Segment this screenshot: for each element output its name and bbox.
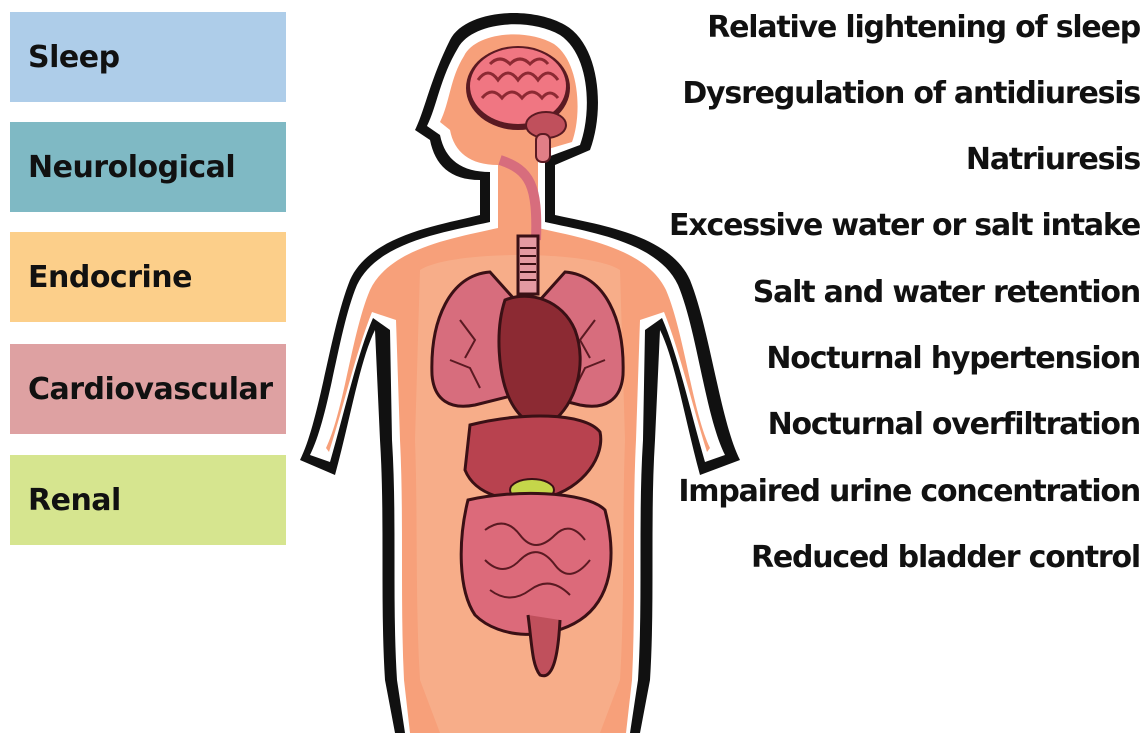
factor-item: Impaired urine concentration (678, 474, 1140, 510)
factor-item: Salt and water retention (753, 275, 1140, 311)
factor-item: Natriuresis (966, 142, 1140, 178)
factor-item: Dysregulation of antidiuresis (682, 76, 1140, 112)
factor-item: Nocturnal hypertension (766, 341, 1140, 377)
intestines (461, 493, 611, 634)
category-label: Sleep (28, 40, 120, 75)
category-label: Endocrine (28, 260, 192, 295)
category-renal: Renal (10, 455, 286, 545)
category-cardiovascular: Cardiovascular (10, 344, 286, 434)
factor-item: Excessive water or salt intake (669, 208, 1140, 244)
factor-item: Reduced bladder control (751, 540, 1140, 576)
category-label: Neurological (28, 150, 235, 185)
brainstem (536, 134, 550, 162)
category-label: Cardiovascular (28, 372, 273, 407)
category-sleep: Sleep (10, 12, 286, 102)
category-label: Renal (28, 483, 121, 518)
factor-item: Relative lightening of sleep (707, 10, 1140, 46)
factor-item: Nocturnal overfiltration (768, 407, 1140, 443)
category-neurological: Neurological (10, 122, 286, 212)
category-endocrine: Endocrine (10, 232, 286, 322)
